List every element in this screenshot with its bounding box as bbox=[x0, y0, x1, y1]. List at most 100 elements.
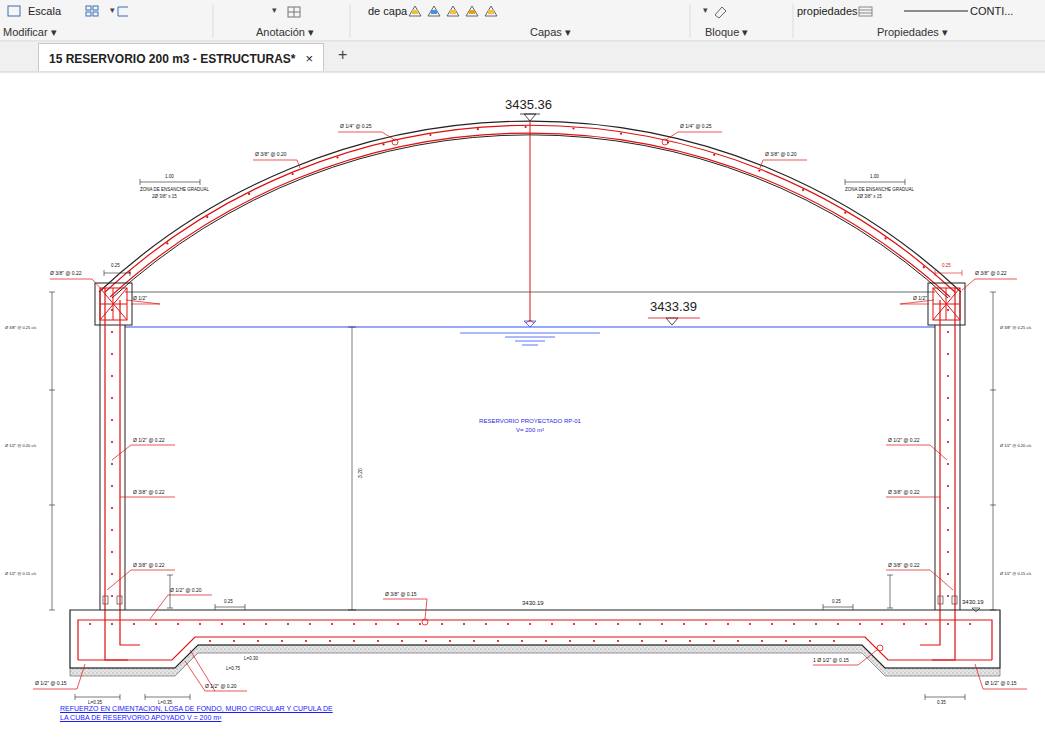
rebar-callout: Ø 3/8" @ 0.25 c/c bbox=[5, 326, 37, 331]
rebar-dot bbox=[793, 623, 795, 625]
rebar-dot bbox=[507, 623, 509, 625]
rebar-dot bbox=[331, 623, 333, 625]
rebar-dot bbox=[221, 623, 223, 625]
rebar-dot bbox=[377, 640, 379, 642]
tab-close: × bbox=[306, 51, 314, 66]
dimension-label: 0.25 bbox=[111, 263, 120, 268]
rebar-dot bbox=[401, 640, 403, 642]
note-label: RESERVORIO PROYECTADO RP-01 bbox=[479, 418, 581, 425]
toolbar-label: de capa bbox=[368, 5, 407, 18]
rebar-dot bbox=[209, 640, 211, 642]
rebar-dot bbox=[758, 170, 760, 172]
rebar-dot bbox=[243, 623, 245, 625]
rebar-dot bbox=[199, 623, 201, 625]
leader-line bbox=[112, 445, 175, 460]
dimension-line bbox=[215, 604, 245, 610]
toolbar-label: Bloque ▾ bbox=[705, 26, 748, 39]
leader-line bbox=[33, 132, 1027, 691]
rebar-dot bbox=[683, 623, 685, 625]
ribbon-icons bbox=[450, 10, 456, 14]
rebar-callout: Ø 3/8" @ 0.22 bbox=[50, 271, 82, 277]
toolbar-label: + bbox=[338, 46, 347, 64]
rebar-callout: Ø 1/2" bbox=[133, 296, 147, 302]
leader-line bbox=[760, 160, 807, 168]
interior-lines bbox=[352, 327, 353, 610]
slab-rebar bbox=[78, 637, 992, 660]
elevation-marker bbox=[648, 318, 700, 319]
leader-line bbox=[886, 445, 947, 460]
ribbon-icons bbox=[469, 10, 475, 14]
circular-wall bbox=[95, 283, 965, 610]
rebar-callout: Ø 1/2" @ 0.15 bbox=[35, 681, 67, 687]
slab-rebar bbox=[422, 619, 428, 625]
rebar-dot bbox=[947, 463, 949, 465]
rebar-dot bbox=[947, 485, 949, 487]
leader-line bbox=[886, 497, 940, 498]
rebar-dot bbox=[257, 640, 259, 642]
rebar-dot bbox=[947, 529, 949, 531]
ribbon-icons bbox=[859, 7, 872, 16]
rebar-dot bbox=[111, 507, 113, 509]
rebar-dot bbox=[947, 573, 949, 575]
tab-title: 15 RESERVORIO 200 m3 - ESTRUCTURAS* bbox=[49, 52, 296, 66]
rebar-dot bbox=[336, 156, 338, 158]
rebar-callout: Ø 3/8" @ 0.22 bbox=[888, 490, 920, 496]
rebar-callout: Ø 1/2" @ 0.22 bbox=[133, 438, 165, 444]
rebar-dot bbox=[925, 623, 927, 625]
rebar-dot bbox=[713, 154, 715, 156]
ribbon-icons bbox=[409, 6, 421, 16]
rebar-dot bbox=[111, 441, 113, 443]
rebar-callout: Ø 3/8" @ 0.20 bbox=[765, 152, 797, 158]
rebar-dot bbox=[233, 640, 235, 642]
toolbar-label: ▾ bbox=[272, 5, 277, 15]
document-tab: 15 RESERVORIO 200 m3 - ESTRUCTURAS* × bbox=[38, 43, 324, 71]
note-label: V= 200 m³ bbox=[516, 427, 544, 434]
interior-lines bbox=[460, 333, 600, 334]
rebar-dot bbox=[569, 640, 571, 642]
rebar-dot bbox=[111, 551, 113, 553]
rebar-dot bbox=[881, 623, 883, 625]
rebar-dot bbox=[545, 640, 547, 642]
interior-lines bbox=[348, 327, 356, 328]
leader-line bbox=[667, 132, 722, 139]
ribbon-icons bbox=[431, 10, 437, 14]
rebar-callout: Ø 3/8" @ 0.22 bbox=[133, 563, 165, 569]
rebar-callout: Ø 3/8" @ 0.25 c/c bbox=[1000, 326, 1032, 331]
circular-wall bbox=[100, 292, 101, 610]
note-label: 2Ø 3/8" x 15 bbox=[857, 194, 882, 199]
rebar-dot bbox=[947, 419, 949, 421]
rebar-callout: Ø 3/8" @ 0.20 bbox=[255, 152, 287, 158]
rebar-dot bbox=[265, 623, 267, 625]
leader-line bbox=[253, 160, 300, 168]
rebar-callout: Ø 1/2" @ 0.15 c/c bbox=[1000, 572, 1032, 577]
interior-lines bbox=[526, 320, 534, 323]
interior-lines bbox=[125, 292, 935, 610]
interior-lines bbox=[505, 337, 555, 338]
dimension-line bbox=[887, 575, 893, 608]
ribbon bbox=[0, 42, 1045, 72]
rebar-dot bbox=[573, 623, 575, 625]
dimension-label: L=0.35 bbox=[88, 700, 102, 705]
rebar-dot bbox=[111, 595, 113, 597]
ribbon-icons bbox=[447, 6, 459, 16]
rebar-dot bbox=[248, 193, 250, 195]
circular-wall bbox=[928, 283, 965, 325]
rebar-dot bbox=[802, 189, 804, 191]
rebar-dot bbox=[617, 623, 619, 625]
toolbar-label: Capas ▾ bbox=[530, 26, 571, 39]
rebar-dot bbox=[903, 623, 905, 625]
rebar-dot bbox=[661, 623, 663, 625]
ribbon bbox=[690, 4, 691, 38]
rebar-dot bbox=[329, 640, 331, 642]
rebar-dot bbox=[815, 623, 817, 625]
dimension-label: 0.25 bbox=[942, 263, 951, 268]
rebar-dot bbox=[287, 623, 289, 625]
wall-rebar bbox=[920, 300, 940, 645]
rebar-callout: Ø 1/2" bbox=[913, 296, 927, 302]
rebar-dot bbox=[206, 216, 208, 218]
circular-wall bbox=[95, 283, 132, 325]
rebar-dot bbox=[551, 623, 553, 625]
dimension-label: 1.00 bbox=[165, 174, 174, 179]
rebar-dot bbox=[425, 640, 427, 642]
rebar-dot bbox=[689, 640, 691, 642]
